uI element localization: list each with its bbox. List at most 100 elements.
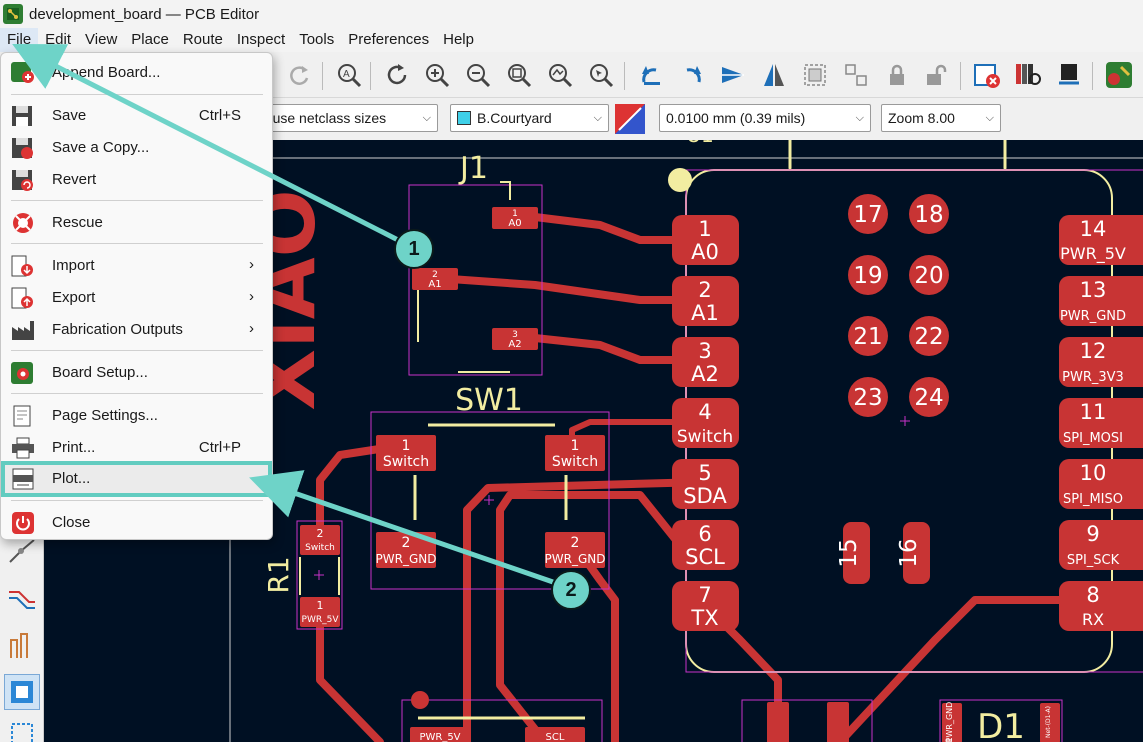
xiao-pad-left[interactable]: [672, 459, 739, 509]
xiao-pad-left[interactable]: [672, 276, 739, 326]
zoom-value: Zoom 8.00: [888, 110, 955, 126]
find-icon[interactable]: A: [332, 58, 366, 92]
round-pad[interactable]: [909, 316, 949, 356]
pad-net-label: A0: [691, 240, 719, 264]
menu-item-export[interactable]: Export ›: [1, 283, 272, 313]
xiao-pad-right[interactable]: [1059, 459, 1143, 509]
bottom-pad[interactable]: [767, 702, 789, 742]
page-settings-icon: [13, 405, 31, 427]
pad-number: 14: [1080, 217, 1107, 241]
add-zone-icon[interactable]: [4, 674, 40, 710]
menu-help[interactable]: Help: [443, 31, 474, 48]
grid-select[interactable]: 0.0100 mm (0.39 mils) ⌵: [659, 104, 871, 132]
sw1-pad[interactable]: [545, 532, 605, 568]
grid-value: 0.0100 mm (0.39 mils): [666, 110, 806, 126]
xiao-pad-left[interactable]: [672, 337, 739, 387]
xiao-pad-left[interactable]: [672, 398, 739, 448]
flip-icon[interactable]: [716, 58, 750, 92]
sw1-pad[interactable]: [376, 435, 436, 471]
sw1-pad[interactable]: [545, 435, 605, 471]
pcb-canvas[interactable]: J1 SW1 R1 U1 XIAO D1 1A02A13A21Switch1Sw…: [44, 140, 1143, 742]
round-pad[interactable]: [909, 194, 949, 234]
round-pad[interactable]: [848, 194, 888, 234]
footprint-library-icon[interactable]: [1011, 58, 1045, 92]
menu-item-revert[interactable]: Revert: [1, 165, 272, 195]
menu-preferences[interactable]: Preferences: [348, 31, 430, 48]
j1-pad[interactable]: [492, 328, 538, 350]
pad-number: 7: [698, 583, 711, 607]
zoom-fit-icon[interactable]: [502, 58, 536, 92]
xiao-pad-right[interactable]: [1059, 215, 1143, 265]
oval-pad[interactable]: [903, 522, 930, 584]
menu-edit[interactable]: Edit: [45, 31, 72, 48]
track-width-select[interactable]: a: use netclass sizes ⌵: [250, 104, 438, 132]
j1-pad[interactable]: [492, 207, 538, 229]
rule-area-icon[interactable]: [4, 716, 40, 742]
d1-pad[interactable]: [1040, 703, 1060, 742]
bottom-pad[interactable]: [525, 727, 585, 742]
menu-item-page-settings[interactable]: Page Settings...: [1, 401, 272, 431]
menu-item-import[interactable]: Import ›: [1, 251, 272, 281]
xiao-pad-left[interactable]: [672, 581, 739, 631]
xiao-pad-right[interactable]: [1059, 581, 1143, 631]
xiao-pad-left[interactable]: [672, 215, 739, 265]
xiao-pad-right[interactable]: [1059, 520, 1143, 570]
xiao-pad-right[interactable]: [1059, 276, 1143, 326]
round-pad[interactable]: [909, 255, 949, 295]
oval-pad[interactable]: [843, 522, 870, 584]
zoom-in-icon[interactable]: [420, 58, 454, 92]
bottom-pad[interactable]: [410, 727, 470, 742]
menu-item-save[interactable]: Save Ctrl+S: [1, 101, 272, 131]
pad-number: 21: [853, 324, 882, 350]
menu-file[interactable]: File: [0, 28, 39, 52]
unlock-icon[interactable]: [919, 58, 953, 92]
lock-icon[interactable]: [880, 58, 914, 92]
tune-length-icon[interactable]: [4, 627, 40, 663]
refresh-icon[interactable]: [380, 58, 414, 92]
rotate-cw-icon[interactable]: [675, 58, 709, 92]
r1-pad[interactable]: [300, 597, 340, 627]
menu-place[interactable]: Place: [131, 31, 169, 48]
d1-pad[interactable]: [942, 703, 962, 742]
menu-inspect[interactable]: Inspect: [236, 31, 286, 48]
menu-view[interactable]: View: [85, 31, 118, 48]
drc-icon[interactable]: [970, 58, 1004, 92]
route-diff-pair-icon[interactable]: [4, 583, 40, 619]
silk-j1: J1: [458, 151, 488, 186]
j1-pad[interactable]: [412, 268, 458, 290]
round-pad[interactable]: [848, 255, 888, 295]
xiao-pad-left[interactable]: [672, 520, 739, 570]
zoom-out-icon[interactable]: [461, 58, 495, 92]
xiao-pad-right[interactable]: [1059, 337, 1143, 387]
route-track-icon[interactable]: [4, 533, 40, 569]
scripting-icon[interactable]: [1102, 58, 1136, 92]
menu-item-close[interactable]: Close: [1, 508, 272, 538]
chevron-right-icon: ›: [249, 288, 254, 305]
layer-pair-icon[interactable]: [615, 104, 645, 134]
file-menu-dropdown: Append Board... Save Ctrl+S Save a Copy.…: [0, 52, 273, 540]
menu-item-board-setup[interactable]: Board Setup...: [1, 358, 272, 388]
group-icon[interactable]: [798, 58, 832, 92]
menu-tools[interactable]: Tools: [299, 31, 335, 48]
round-pad[interactable]: [848, 377, 888, 417]
menu-item-print[interactable]: Print... Ctrl+P: [1, 433, 272, 463]
menu-route[interactable]: Route: [182, 31, 223, 48]
rotate-ccw-icon[interactable]: [634, 58, 668, 92]
zoom-objects-icon[interactable]: [543, 58, 577, 92]
xiao-pad-right[interactable]: [1059, 398, 1143, 448]
round-pad[interactable]: [848, 316, 888, 356]
menu-item-fabrication-outputs[interactable]: Fabrication Outputs ›: [1, 315, 272, 345]
round-pad[interactable]: [909, 377, 949, 417]
menu-item-save-copy[interactable]: Save a Copy...: [1, 133, 272, 163]
footprint-editor-icon[interactable]: [1052, 58, 1086, 92]
menu-item-plot[interactable]: Plot...: [1, 461, 272, 497]
redo-icon[interactable]: [283, 58, 317, 92]
mirror-icon[interactable]: [757, 58, 791, 92]
menu-item-append-board[interactable]: Append Board...: [1, 58, 272, 88]
layer-select[interactable]: B.Courtyard ⌵: [450, 104, 609, 132]
menu-item-rescue[interactable]: Rescue: [1, 208, 272, 238]
zoom-selection-icon[interactable]: [584, 58, 618, 92]
zoom-select[interactable]: Zoom 8.00 ⌵: [881, 104, 1001, 132]
bottom-pad[interactable]: [827, 702, 849, 742]
ungroup-icon[interactable]: [839, 58, 873, 92]
